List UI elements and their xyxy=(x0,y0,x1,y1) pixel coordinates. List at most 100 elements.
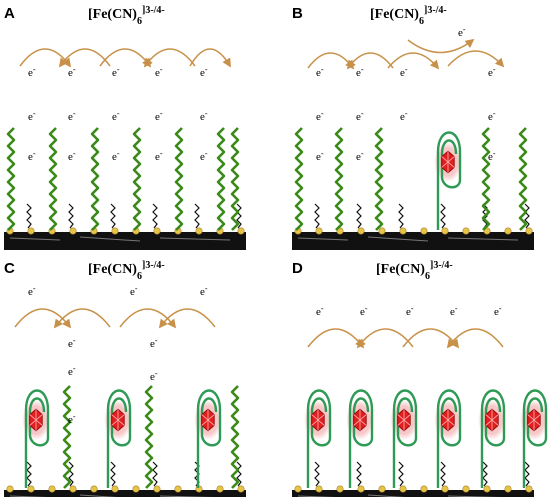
backfill-chain xyxy=(110,461,116,487)
backfill-chain xyxy=(524,203,530,229)
electron-symbol: e- xyxy=(68,364,76,379)
electron-transfer-arrow xyxy=(143,48,196,68)
electron-symbol: e- xyxy=(360,304,368,319)
gold-anchor xyxy=(336,485,344,493)
gold-anchor xyxy=(441,485,449,493)
panel-b-label: B xyxy=(292,5,303,22)
electron-symbol: e- xyxy=(356,109,364,124)
gold-anchor xyxy=(357,227,365,235)
aptamer-complex-aptamer xyxy=(348,389,374,488)
electron-symbol: e- xyxy=(316,149,324,164)
electron-symbol: e- xyxy=(28,109,36,124)
alkanethiol-chain xyxy=(481,127,491,231)
electron-symbol: e- xyxy=(488,65,496,80)
electron-symbol: e- xyxy=(130,284,138,299)
gold-anchor xyxy=(90,485,98,493)
gold-anchor xyxy=(378,485,386,493)
backfill-chain xyxy=(314,203,320,229)
gold-anchor xyxy=(6,485,14,493)
electron-transfer-arrow xyxy=(189,48,231,68)
gold-anchor xyxy=(294,485,302,493)
electron-symbol: e- xyxy=(68,336,76,351)
gold-anchor xyxy=(483,485,491,493)
alkanethiol-chain xyxy=(230,385,240,489)
backfill-chain xyxy=(398,461,404,487)
aptamer-complex-protein-facets xyxy=(441,409,455,431)
aptamer-complex-aptamer xyxy=(392,389,418,488)
electrode-texture xyxy=(9,494,213,497)
alkanethiol-chain xyxy=(48,127,58,231)
electron-symbol: e- xyxy=(28,65,36,80)
gold-anchor xyxy=(27,485,35,493)
backfill-chain xyxy=(314,461,320,487)
panel-b: B[Fe(CN)6]3-/4-e-e-e-e-e-e-e-e-e-e-e-e- xyxy=(292,5,534,250)
electron-symbol: e- xyxy=(494,304,502,319)
gold-anchor xyxy=(399,485,407,493)
alkanethiol-chain xyxy=(216,127,226,231)
electron-symbol: e- xyxy=(150,369,158,384)
gold-anchor xyxy=(399,227,407,235)
aptamer-complex-aptamer xyxy=(436,389,462,488)
gold-anchor xyxy=(195,227,203,235)
gold-anchor xyxy=(153,485,161,493)
gold-anchor xyxy=(525,485,533,493)
gold-anchor xyxy=(69,227,77,235)
panel-a: A[Fe(CN)6]3-/4-e-e-e-e-e-e-e-e-e-e-e-e-e… xyxy=(4,5,246,250)
gold-anchor xyxy=(111,227,119,235)
aptamer-complex-protein-facets xyxy=(201,409,215,431)
panel-c: C[Fe(CN)6]3-/4-e-e-e-e-e-e-e-e- xyxy=(4,260,246,497)
electron-symbol: e- xyxy=(316,65,324,80)
electron-symbol: e- xyxy=(316,304,324,319)
electron-symbol: e- xyxy=(316,109,324,124)
aptamer-complex-aptamer xyxy=(436,131,462,230)
electrode xyxy=(292,232,534,250)
aptamer-complex-protein-facets xyxy=(527,409,541,431)
electron-transfer-arrow xyxy=(119,308,177,329)
electrode xyxy=(4,232,246,250)
electron-transfer-arrow xyxy=(447,50,505,68)
aptamer-complex-protein-facets xyxy=(397,409,411,431)
gold-anchor xyxy=(315,485,323,493)
backfill-chain xyxy=(68,203,74,229)
alkanethiol-chain xyxy=(294,127,304,231)
electrode xyxy=(4,490,246,497)
electron-transfer-arrow xyxy=(14,308,72,329)
electron-symbol: e- xyxy=(155,149,163,164)
electrode-texture xyxy=(297,494,501,497)
electron-symbol: e- xyxy=(68,65,76,80)
electrode-texture xyxy=(9,236,231,242)
backfill-chain xyxy=(398,203,404,229)
backfill-chain xyxy=(482,203,488,229)
gold-anchor xyxy=(27,227,35,235)
panel-d-title: [Fe(CN)6]3-/4- xyxy=(376,260,453,282)
aptamer-complex-protein-facets xyxy=(485,409,499,431)
electron-symbol: e- xyxy=(28,284,36,299)
panel-d-label: D xyxy=(292,260,303,277)
electron-symbol: e- xyxy=(155,109,163,124)
electron-symbol: e- xyxy=(68,109,76,124)
electron-symbol: e- xyxy=(68,149,76,164)
electron-transfer-arrow xyxy=(446,328,504,349)
electron-transfer-arrow xyxy=(407,38,475,54)
aptamer-complex-protein-facets xyxy=(111,409,125,431)
electron-symbol: e- xyxy=(200,109,208,124)
electron-symbol: e- xyxy=(488,109,496,124)
electron-symbol: e- xyxy=(28,149,36,164)
electron-symbol: e- xyxy=(155,65,163,80)
aptamer-complex-protein-facets xyxy=(29,409,43,431)
panel-c-label: C xyxy=(4,260,15,277)
electron-transfer-arrow xyxy=(53,308,111,329)
panel-a-title: [Fe(CN)6]3-/4- xyxy=(88,5,165,27)
backfill-chain xyxy=(482,461,488,487)
backfill-chain xyxy=(236,203,242,229)
alkanethiol-chain xyxy=(374,127,384,231)
panel-a-label: A xyxy=(4,5,15,22)
electron-transfer-arrow xyxy=(307,52,355,70)
gold-anchor xyxy=(504,485,512,493)
electron-symbol: e- xyxy=(150,336,158,351)
backfill-chain xyxy=(68,461,74,487)
electron-symbol: e- xyxy=(406,304,414,319)
backfill-chain xyxy=(524,461,530,487)
gold-anchor xyxy=(525,227,533,235)
electron-symbol: e- xyxy=(400,65,408,80)
